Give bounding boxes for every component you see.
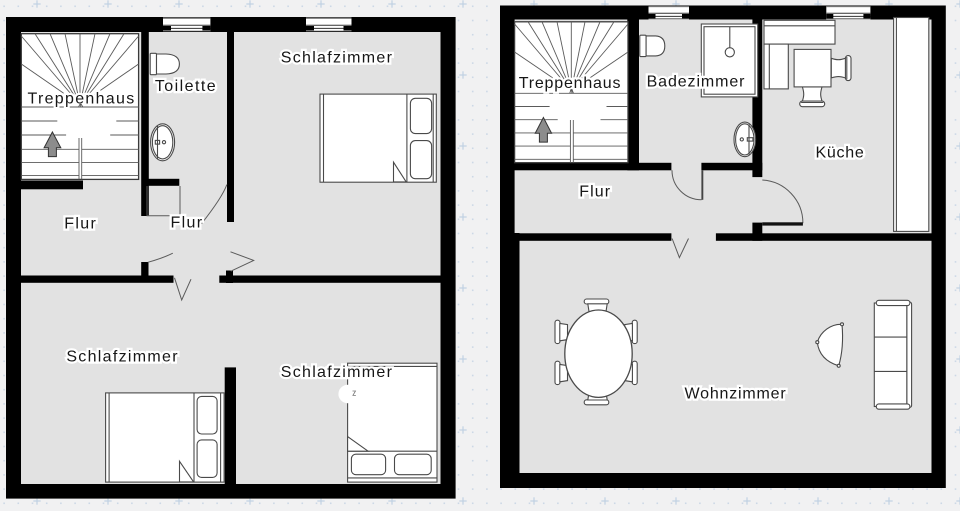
svg-text:Flur: Flur: [64, 215, 97, 232]
svg-text:Schlafzimmer: Schlafzimmer: [281, 364, 394, 381]
svg-text:Treppenhaus: Treppenhaus: [519, 75, 622, 92]
svg-text:Flur: Flur: [579, 184, 611, 201]
svg-text:Toilette: Toilette: [155, 78, 217, 95]
svg-text:Schlafzimmer: Schlafzimmer: [281, 49, 394, 66]
svg-text:Schlafzimmer: Schlafzimmer: [66, 349, 179, 366]
svg-text:Badezimmer: Badezimmer: [647, 74, 746, 91]
svg-text:Treppenhaus: Treppenhaus: [28, 90, 136, 107]
svg-text:Flur: Flur: [171, 215, 204, 232]
svg-text:Wohnzimmer: Wohnzimmer: [685, 385, 787, 402]
svg-text:Küche: Küche: [815, 144, 864, 161]
